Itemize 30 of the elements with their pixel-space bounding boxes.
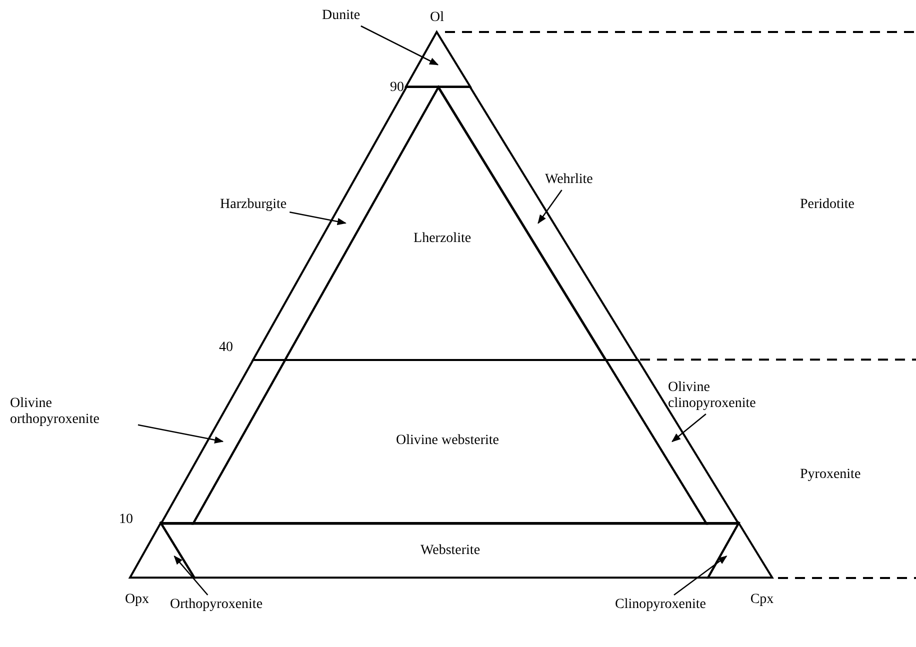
callout-label: Clinopyroxenite	[615, 597, 706, 613]
leader-arrow	[674, 556, 728, 596]
group-label: Pyroxenite	[800, 467, 861, 483]
classification-field	[130, 523, 194, 578]
leader-arrow	[360, 25, 439, 66]
vertex-label: Ol	[430, 10, 444, 26]
classification-field	[406, 32, 470, 87]
leader-arrow	[538, 190, 562, 224]
classification-field	[708, 523, 772, 578]
leader-arrow	[289, 211, 346, 226]
callout-label: Orthopyroxenite	[170, 597, 263, 613]
field-label: Websterite	[420, 542, 480, 559]
field-label: Olivine websterite	[396, 433, 499, 450]
callout-label: Olivine clinopyroxenite	[668, 380, 788, 412]
leader-arrow	[174, 555, 208, 596]
tick-label: 40	[219, 340, 233, 356]
group-label: Peridotite	[800, 197, 854, 213]
vertex-label: Cpx	[750, 592, 774, 608]
callout-label: Dunite	[322, 8, 360, 24]
vertex-label: Opx	[124, 592, 150, 608]
field-label: Lherzolite	[414, 231, 472, 248]
tick-label: 90	[390, 80, 404, 96]
classification-field	[160, 360, 285, 524]
leader-arrow	[672, 414, 706, 442]
callout-label: Harzburgite	[220, 197, 287, 213]
tick-label: 10	[119, 512, 133, 528]
callout-label: Wehrlite	[545, 172, 593, 188]
callout-label: Olivine orthopyroxenite	[10, 396, 135, 428]
leader-arrow	[138, 424, 224, 444]
classification-field	[160, 523, 738, 578]
